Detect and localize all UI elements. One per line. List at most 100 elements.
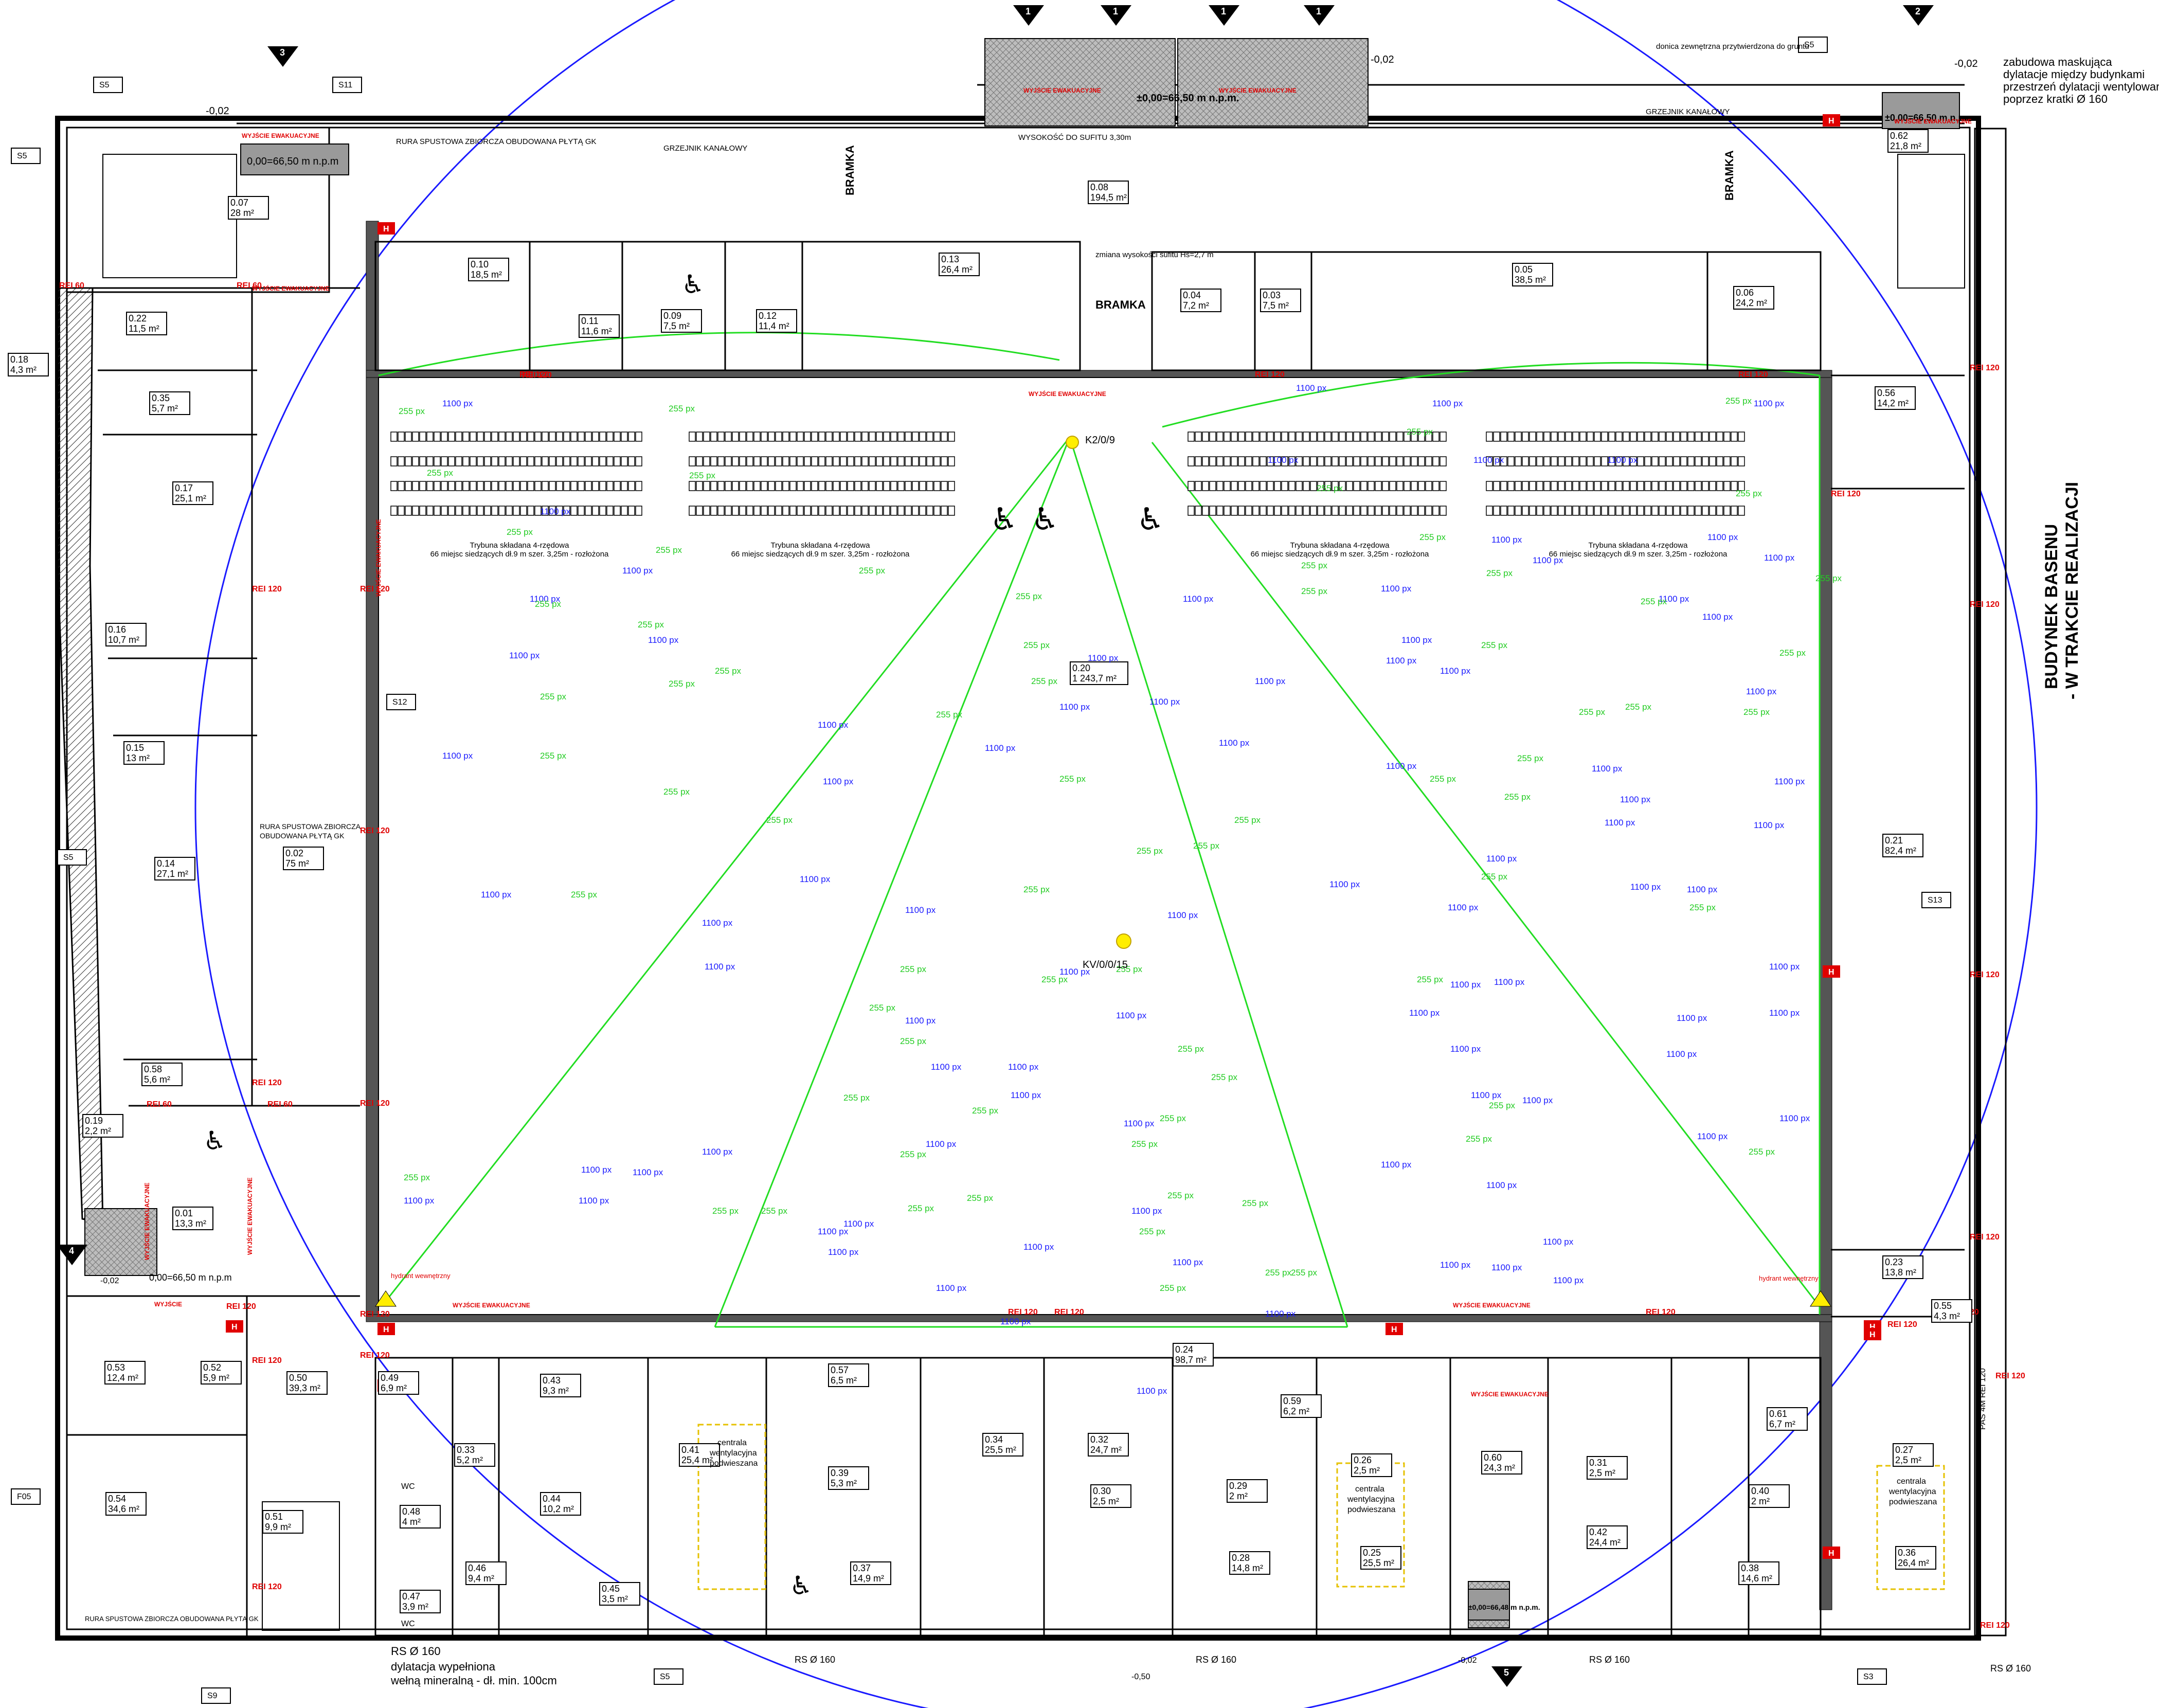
- lux-value-255: 255 px: [1749, 1147, 1775, 1157]
- note-k2: K2/0/9: [1085, 435, 1115, 446]
- room-number: 0.08: [1090, 182, 1108, 192]
- lux-value-1100: 1100 px: [1268, 455, 1299, 465]
- exit-labels: WYJŚCIE EWAKUACYJNE WYJŚCIE EWAKUACYJNE …: [143, 86, 1972, 1398]
- note-level-b: ±0,00=66,50 m n.p.m.: [1137, 93, 1239, 104]
- lux-value-1100: 1100 px: [1486, 1180, 1517, 1190]
- lux-value-1100: 1100 px: [1000, 1317, 1031, 1326]
- svg-text:S5: S5: [660, 1673, 670, 1681]
- trybuna-title-2: Trybuna składana 4-rzędowa: [771, 541, 871, 550]
- room-number: 0.30: [1093, 1486, 1111, 1496]
- lux-value-1100: 1100 px: [1630, 882, 1661, 892]
- lux-value-1100: 1100 px: [1677, 1013, 1707, 1023]
- lux-value-255: 255 px: [689, 471, 716, 480]
- svg-text:S9: S9: [207, 1692, 218, 1700]
- exit-label-1: WYJŚCIE EWAKUACYJNE: [1029, 390, 1106, 398]
- note-rura-c: RURA SPUSTOWA ZBIORCZA OBUDOWANA PŁYTĄ G…: [85, 1615, 259, 1623]
- note-centrala-1b: centrala: [1355, 1485, 1384, 1494]
- room-label: 0.496,9 m²: [378, 1371, 419, 1395]
- lux-value-1100: 1100 px: [1553, 1275, 1584, 1285]
- rei-60-label: REI 60: [59, 281, 84, 290]
- lux-value-1100: 1100 px: [1607, 455, 1638, 465]
- note-hydrant-a: hydrant wewnętrzny: [391, 1272, 451, 1280]
- lux-value-1100: 1100 px: [1386, 656, 1417, 666]
- note-minus-e: -0,02: [1458, 1656, 1477, 1665]
- rei-120-label: REI 120: [1970, 600, 2000, 609]
- radius-circle: [195, 0, 2037, 1708]
- lux-value-255: 255 px: [1023, 885, 1050, 894]
- lux-value-255: 255 px: [1481, 872, 1508, 882]
- hydrant-marker: H: [377, 222, 395, 235]
- lux-value-1100: 1100 px: [1088, 653, 1119, 663]
- lux-value-255: 255 px: [1489, 1101, 1516, 1110]
- note-wc-a: WC: [401, 1620, 415, 1628]
- room-number: 0.33: [457, 1445, 475, 1455]
- room-number: 0.16: [108, 624, 126, 635]
- rei-120-label: REI 120: [1887, 1320, 1917, 1329]
- room-label: 0.616,7 m²: [1767, 1407, 1808, 1431]
- lux-value-1100: 1100 px: [702, 1147, 733, 1157]
- note-bramka-c: BRAMKA: [1723, 150, 1736, 201]
- lux-value-255: 255 px: [1407, 427, 1433, 437]
- section-arrow-icon: 3: [267, 46, 298, 67]
- room-number: 0.61: [1769, 1409, 1787, 1419]
- note-centrala-1c: centrala: [1897, 1477, 1926, 1486]
- room-number: 0.60: [1484, 1452, 1502, 1463]
- lux-value-1100: 1100 px: [1219, 738, 1250, 748]
- lux-value-255: 255 px: [1160, 1283, 1186, 1293]
- lux-value-1100: 1100 px: [633, 1167, 663, 1177]
- room-label: 0.292 m²: [1227, 1479, 1268, 1503]
- room-number: 0.42: [1589, 1527, 1607, 1537]
- bleacher-row: [1188, 432, 1447, 442]
- svg-text:1: 1: [1025, 6, 1031, 16]
- lux-value-1100: 1100 px: [1173, 1257, 1203, 1267]
- hydrant-icon: [375, 1290, 397, 1307]
- lux-value-1100: 1100 px: [905, 1016, 936, 1026]
- lux-value-1100: 1100 px: [581, 1165, 612, 1175]
- room-number: 0.18: [10, 354, 28, 365]
- room-label: 0.262,5 m²: [1351, 1453, 1392, 1477]
- room-label: 0.596,2 m²: [1281, 1394, 1322, 1418]
- lux-value-1100: 1100 px: [1486, 854, 1517, 864]
- lux-value-255: 255 px: [1481, 640, 1508, 650]
- room-number: 0.35: [152, 393, 170, 403]
- lux-value-255: 255 px: [507, 527, 533, 537]
- section-arrow-icon: 1: [1304, 5, 1335, 26]
- room-number: 0.25: [1363, 1548, 1381, 1558]
- section-marker: S11: [332, 77, 362, 93]
- lux-value-1100: 1100 px: [828, 1247, 859, 1257]
- room-number: 0.62: [1890, 131, 1908, 141]
- svg-text:1: 1: [1316, 6, 1321, 16]
- note-basen-2: - W TRAKCIE REALIZACJI: [2062, 482, 2082, 699]
- note-centrala-2b: wentylacyjna: [1347, 1495, 1395, 1504]
- annotations: RURA SPUSTOWA ZBIORCZA OBUDOWANA PŁYTĄ G…: [85, 42, 2159, 1687]
- lux-value-1100: 1100 px: [1149, 697, 1180, 707]
- room-number: 0.56: [1877, 388, 1895, 398]
- hydrant-icon: [1810, 1290, 1831, 1307]
- lux-value-255: 255 px: [972, 1106, 999, 1116]
- bleacher-row: [1486, 481, 1745, 491]
- room-number: 0.10: [471, 259, 489, 269]
- rei-60-label: REI 60: [237, 281, 262, 290]
- hydrant-marker: H: [226, 1320, 243, 1333]
- room-area: 6,9 m²: [381, 1383, 407, 1393]
- lux-value-1100: 1100 px: [1494, 977, 1525, 987]
- svg-text:H: H: [1828, 968, 1834, 977]
- room-number: 0.40: [1751, 1486, 1769, 1496]
- rei-120-label: REI 120: [1008, 1308, 1038, 1317]
- room-number: 0.29: [1229, 1481, 1247, 1491]
- room-label: 0.576,5 m²: [828, 1363, 869, 1387]
- lux-value-1100: 1100 px: [1473, 455, 1504, 465]
- lux-value-1100: 1100 px: [1381, 1160, 1412, 1170]
- section-marker: S5: [57, 849, 87, 866]
- lux-value-1100: 1100 px: [404, 1196, 435, 1206]
- rei-120-label: REI 120: [1980, 1621, 2010, 1630]
- lux-value-1100: 1100 px: [1491, 1263, 1522, 1272]
